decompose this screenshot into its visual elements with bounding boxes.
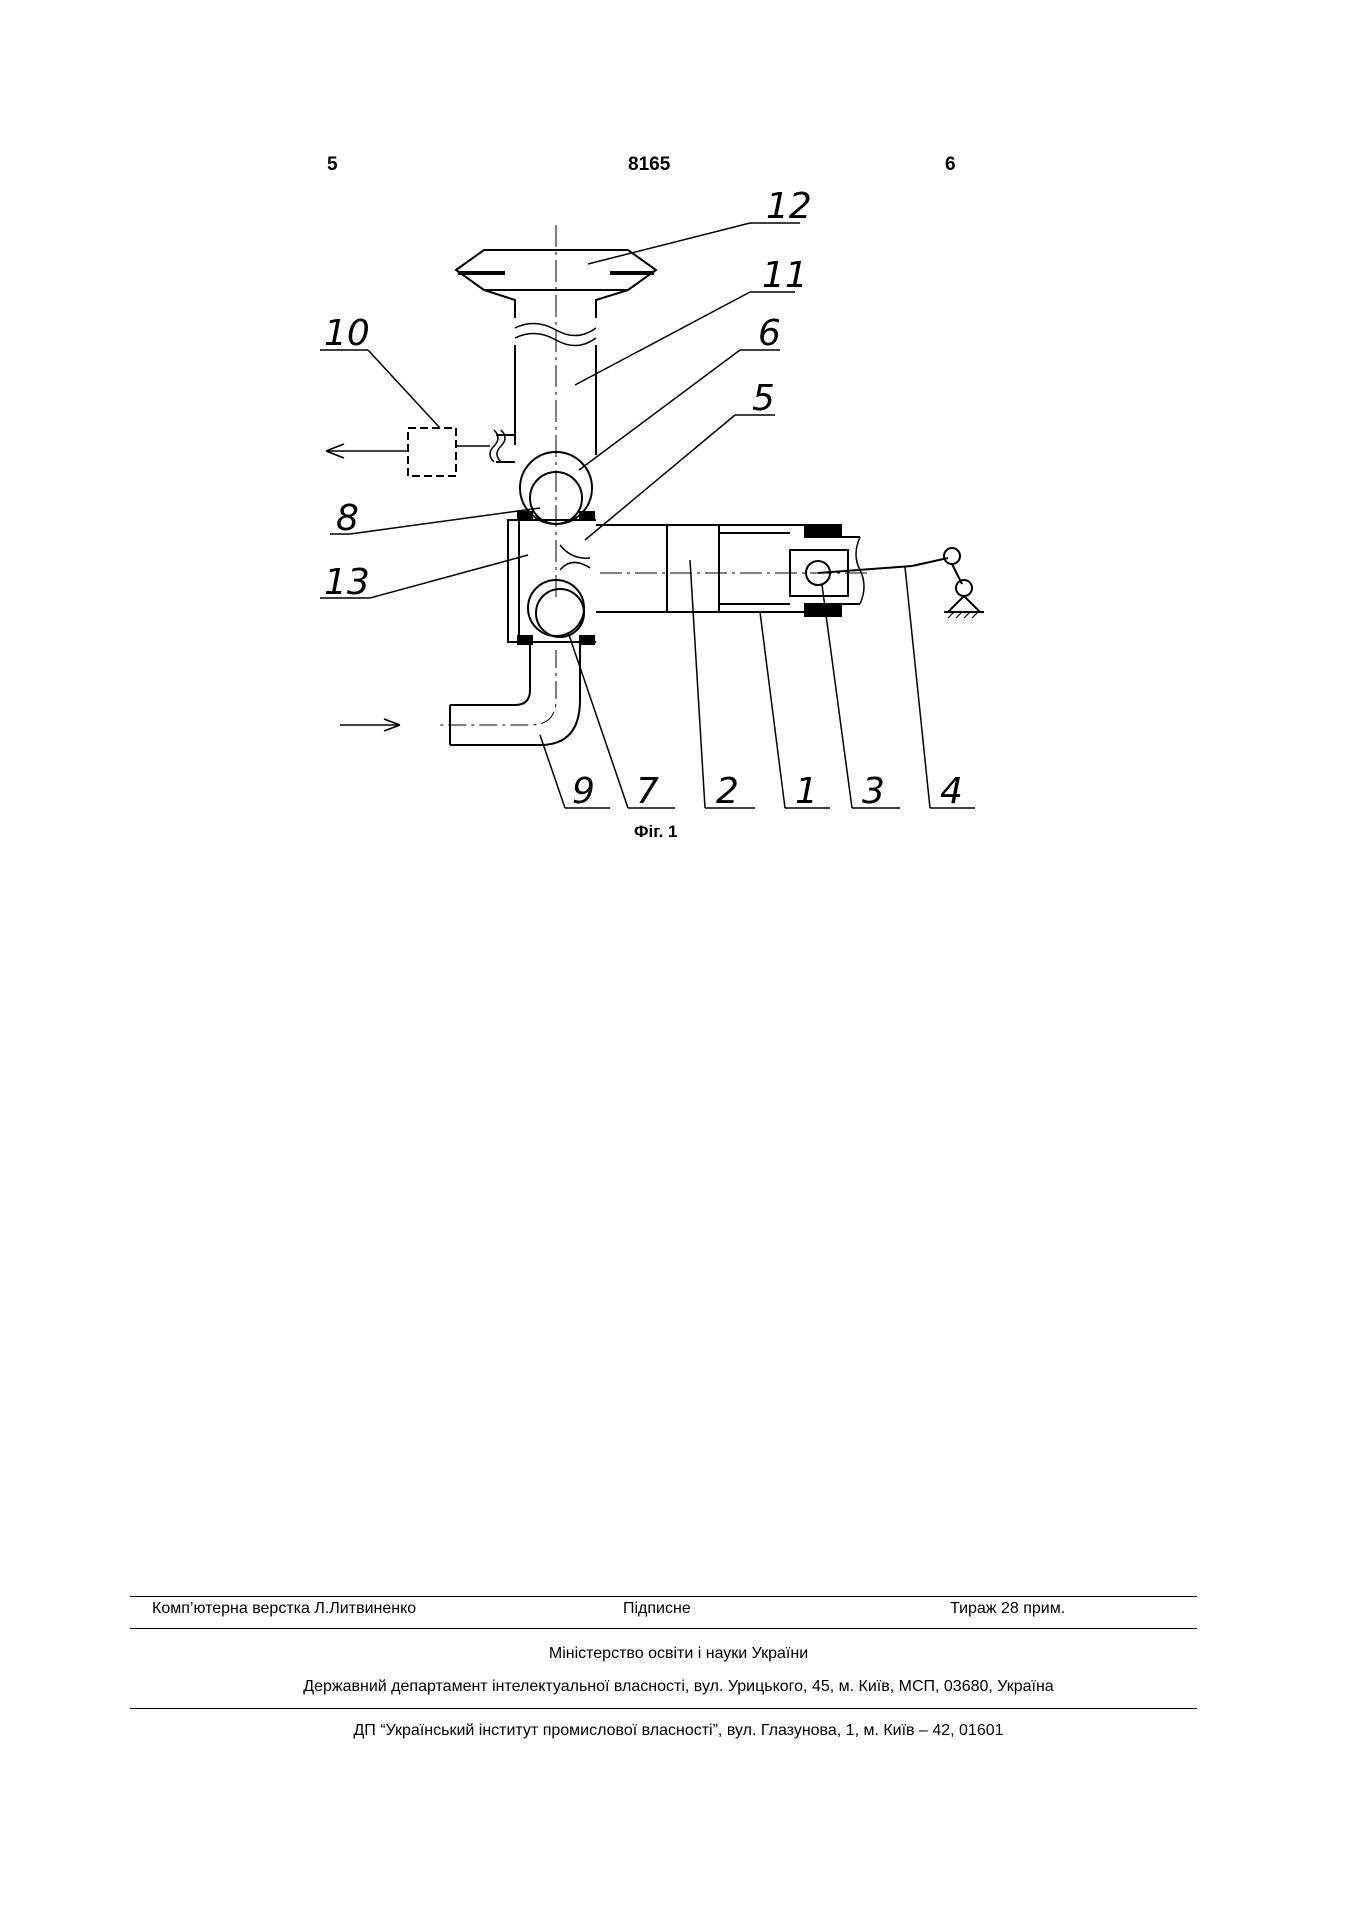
department-line: Державний департамент інтелектуальної вл…: [303, 1678, 1054, 1695]
label-1: 1: [795, 771, 818, 812]
label-4: 4: [940, 771, 963, 812]
break-line: [514, 322, 597, 347]
ministry-line: Міністерство освіти і науки України: [548, 1645, 809, 1662]
label-7: 7: [636, 771, 659, 812]
footer-rule-top: [130, 1596, 1197, 1597]
leader-lines: [320, 222, 975, 809]
footer-rule-bottom: [130, 1708, 1197, 1709]
print-run: Тираж 28 прим.: [950, 1600, 1066, 1617]
label-13: 13: [324, 562, 370, 603]
label-5: 5: [752, 378, 775, 419]
figure-caption: Фіг. 1: [634, 822, 678, 841]
upper-roller-part-6: [517, 451, 596, 525]
vertical-pipe-part-11: [489, 345, 597, 463]
institute-line: ДП “Український інститут промислової вла…: [353, 1722, 1004, 1739]
lower-roller-part-7: [517, 579, 595, 645]
label-9: 9: [572, 771, 595, 812]
label-10: 10: [324, 313, 370, 354]
lever-part-4: [817, 547, 984, 619]
technical-drawing-fig1: 12 11 6 5 10 8 13 9 7 2 1 3 4 Фіг. 1: [320, 186, 984, 841]
label-2: 2: [716, 771, 739, 812]
footer-rule-middle: [130, 1628, 1197, 1629]
inlet-pipe-part-9: [340, 644, 581, 746]
label-6: 6: [758, 313, 781, 354]
label-8: 8: [336, 498, 359, 539]
right-page-number: 6: [945, 154, 956, 175]
subscription-note: Підписне: [623, 1600, 691, 1617]
patent-number: 8165: [628, 154, 671, 175]
outlet-box-part-10: [325, 427, 490, 477]
label-12: 12: [766, 186, 812, 227]
label-11: 11: [762, 255, 808, 296]
label-3: 3: [862, 771, 885, 812]
typesetting-credit: Комп’ютерна верстка Л.Литвиненко: [152, 1600, 417, 1617]
top-flange-part-12: [454, 249, 658, 318]
left-page-number: 5: [327, 154, 338, 175]
